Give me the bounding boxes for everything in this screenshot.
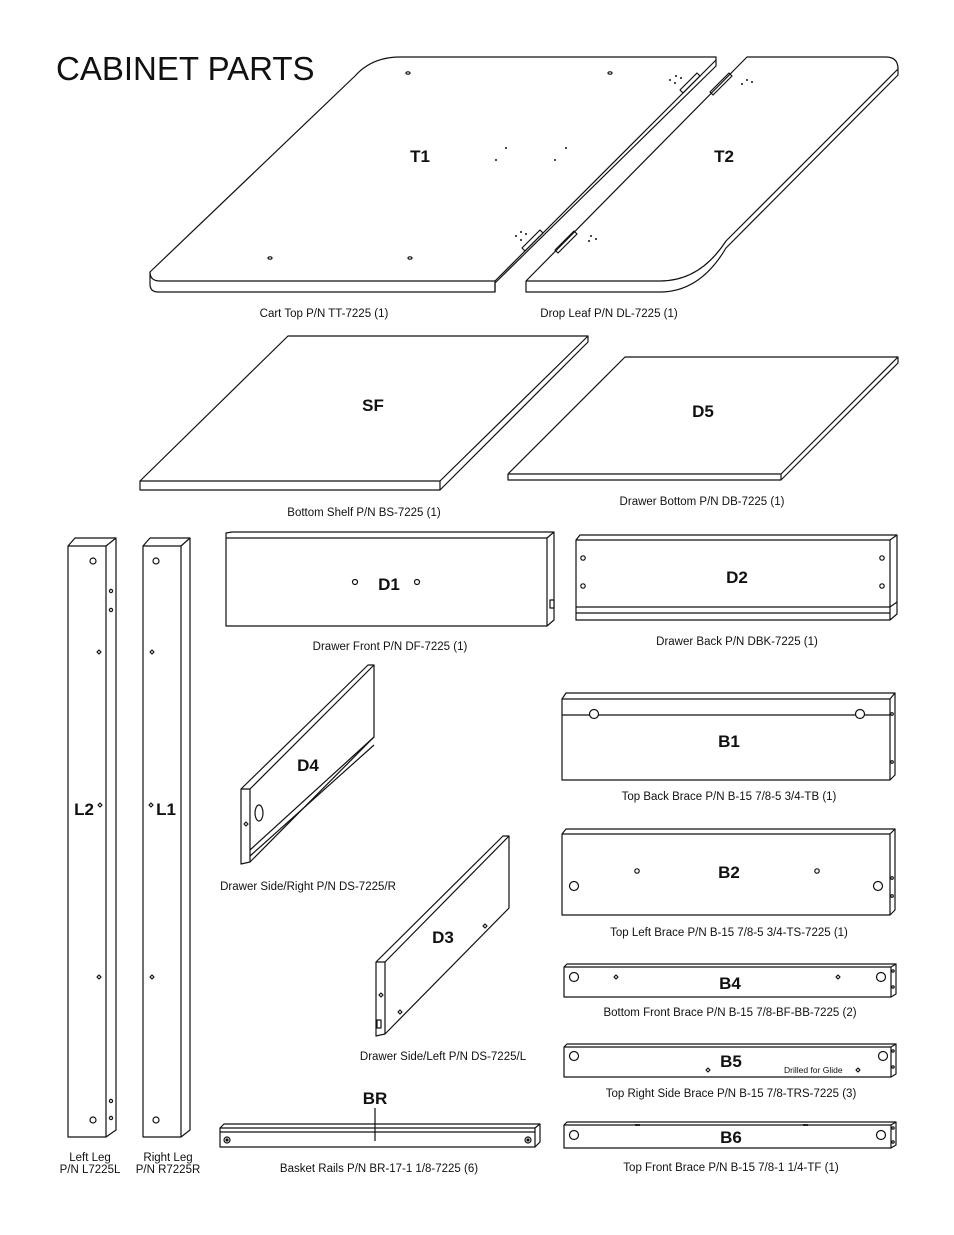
drawer-back-caption: Drawer Back P/N DBK-7225 (1): [656, 636, 818, 648]
bottom-shelf-caption: Bottom Shelf P/N BS-7225 (1): [287, 507, 441, 519]
bottom-shelf-sf-shape: [139, 335, 589, 491]
part-label-d5: D5: [692, 402, 714, 421]
part-label-t2: T2: [714, 147, 734, 166]
right-leg-caption-line2: P/N R7225R: [135, 1164, 201, 1176]
right-leg-l1-shape: [142, 537, 191, 1138]
part-label-br: BR: [362, 1089, 388, 1108]
drawer-back-d2-shape: [575, 534, 898, 621]
top-back-brace-b1-shape: [561, 692, 896, 781]
part-label-l2: L2: [74, 800, 94, 819]
drawer-side-left-d3-shape: [375, 835, 510, 1037]
part-label-d3: D3: [432, 928, 454, 947]
part-label-d1: D1: [378, 575, 400, 594]
bottom-front-brace-b4-shape: [563, 963, 897, 998]
cart-top-caption: Cart Top P/N TT-7225 (1): [259, 308, 389, 320]
drawer-side-right-d4-shape: [240, 664, 375, 865]
cart-top-t1-shape: [149, 56, 717, 293]
part-label-b5: B5: [720, 1052, 742, 1071]
top-right-side-brace-b5-shape: [563, 1043, 897, 1078]
part-label-b1: B1: [718, 732, 740, 751]
bottom-front-brace-caption: Bottom Front Brace P/N B-15 7/8-BF-BB-72…: [603, 1007, 857, 1019]
drawer-bottom-caption: Drawer Bottom P/N DB-7225 (1): [619, 496, 785, 508]
top-left-brace-b2-shape: [561, 828, 896, 916]
top-left-brace-caption: Top Left Brace P/N B-15 7/8-5 3/4-TS-722…: [610, 927, 848, 939]
part-label-d2: D2: [726, 568, 748, 587]
basket-rails-caption: Basket Rails P/N BR-17-1 1/8-7225 (6): [279, 1163, 479, 1175]
basket-rail-br-shape: [219, 1108, 541, 1148]
part-label-b2: B2: [718, 863, 740, 882]
page-title: CABINET PARTS: [56, 50, 315, 87]
left-leg-l2-shape: [67, 537, 117, 1138]
top-front-brace-caption: Top Front Brace P/N B-15 7/8-1 1/4-TF (1…: [623, 1162, 839, 1174]
part-label-l1: L1: [156, 800, 176, 819]
left-leg-caption-line2: P/N L7225L: [59, 1164, 121, 1176]
drawer-side-left-caption: Drawer Side/Left P/N DS-7225/L: [359, 1051, 527, 1063]
drilled-for-glide-note: Drilled for Glide: [784, 1065, 843, 1075]
part-label-b4: B4: [719, 974, 741, 993]
part-label-d4: D4: [297, 756, 319, 775]
part-label-t1: T1: [410, 147, 430, 166]
drawer-front-d1-shape: [225, 531, 555, 627]
part-label-b6: B6: [720, 1128, 742, 1147]
right-leg-caption-line1: Right Leg: [143, 1152, 193, 1164]
top-front-brace-b6-shape: [563, 1121, 897, 1149]
drawer-side-right-caption: Drawer Side/Right P/N DS-7225/R: [220, 881, 396, 893]
left-leg-caption-line1: Left Leg: [69, 1152, 111, 1164]
drop-leaf-t2-shape: [525, 56, 899, 293]
drawer-front-caption: Drawer Front P/N DF-7225 (1): [312, 641, 468, 653]
drop-leaf-caption: Drop Leaf P/N DL-7225 (1): [540, 308, 678, 320]
drawer-bottom-d5-shape: [507, 356, 899, 481]
part-label-sf: SF: [362, 396, 384, 415]
top-right-side-brace-caption: Top Right Side Brace P/N B-15 7/8-TRS-72…: [605, 1088, 857, 1100]
top-back-brace-caption: Top Back Brace P/N B-15 7/8-5 3/4-TB (1): [621, 791, 837, 803]
